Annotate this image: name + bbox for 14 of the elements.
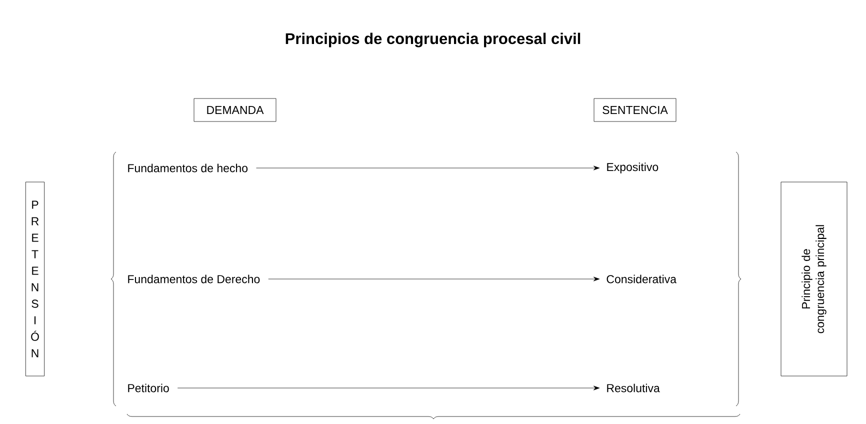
arrow xyxy=(268,276,600,282)
arrow xyxy=(177,386,600,390)
item-text: Expositivo xyxy=(607,162,658,174)
item-text: Fundamentos de Derecho xyxy=(128,274,260,284)
heading-box: DEMANDA xyxy=(194,98,276,122)
item-text: Petitorio xyxy=(128,384,169,392)
item-text: Resolutiva xyxy=(607,384,660,392)
arrow xyxy=(256,166,600,170)
heading-box: SENTENCIA xyxy=(594,98,676,122)
title: Principios de congruencia procesal civil xyxy=(286,32,580,48)
vertical-label-box: PRETENSIÓN xyxy=(25,182,45,376)
rotated-label-box: Principio de congruencia principal xyxy=(780,182,848,376)
item-text: Fundamentos de hecho xyxy=(128,164,248,172)
item-text: Considerativa xyxy=(606,274,676,284)
